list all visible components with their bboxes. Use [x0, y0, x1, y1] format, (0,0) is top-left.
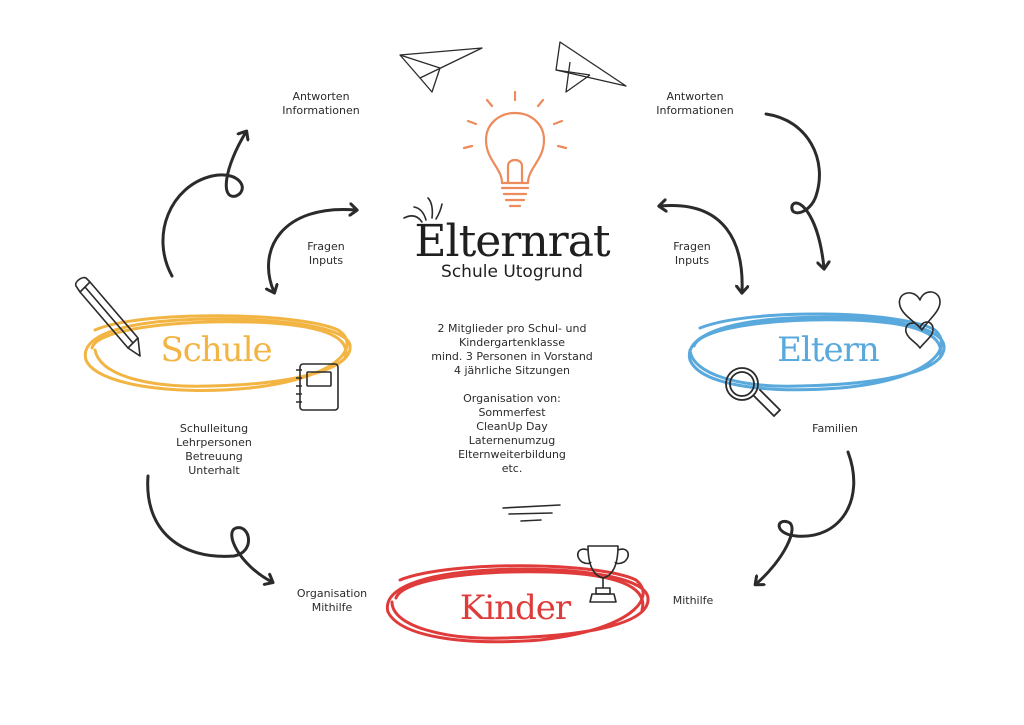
- arrow-schule-to-answers: [161, 132, 246, 278]
- notebook-icon: [296, 363, 339, 411]
- arrow-answers-to-eltern: [764, 112, 824, 268]
- label-line: Mithilfe: [672, 594, 714, 607]
- node-eltern: Eltern: [777, 330, 880, 370]
- center-fact: mind. 3 Personen in Vorstand: [431, 350, 593, 363]
- label-line: Informationen: [282, 104, 360, 117]
- lightbulb-icon: [462, 90, 568, 208]
- label-line: Inputs: [308, 254, 344, 267]
- magnifier-icon: [725, 367, 782, 418]
- label-schule-roles: Schulleitung Lehrpersonen Betreuung Unte…: [160, 422, 268, 478]
- page-title: Elternrat: [414, 216, 610, 267]
- pencil-icon: [74, 276, 141, 357]
- label-line: Mithilfe: [311, 601, 353, 614]
- paper-plane-icon: [555, 41, 627, 93]
- title-flourish: [403, 197, 443, 223]
- label-line: Betreuung: [185, 450, 243, 463]
- label-line: Unterhalt: [188, 464, 240, 477]
- arrow-fragen-left: [269, 209, 356, 292]
- label-familien: Familien: [800, 422, 870, 436]
- label-line: Informationen: [656, 104, 734, 117]
- label-fragen-right: Fragen Inputs: [662, 240, 722, 268]
- center-underline: [502, 504, 561, 522]
- label-line: Fragen: [307, 240, 345, 253]
- label-line: Inputs: [674, 254, 710, 267]
- trophy-icon: [576, 545, 630, 603]
- center-fact: Kindergartenklasse: [458, 336, 565, 349]
- center-org-item: CleanUp Day: [476, 420, 548, 433]
- label-line: Familien: [812, 422, 858, 435]
- arrow-fragen-right: [660, 205, 742, 292]
- paper-plane-icon: [399, 47, 483, 93]
- center-fact: 4 jährliche Sitzungen: [454, 364, 570, 377]
- center-org-item: etc.: [501, 462, 523, 475]
- hearts-icon: [898, 291, 941, 349]
- label-line: Antworten: [292, 90, 350, 103]
- kinder-scribble: [385, 564, 650, 644]
- label-line: Lehrpersonen: [176, 436, 252, 449]
- arrow-eltern-to-kinder: [756, 450, 856, 584]
- center-org-item: Elternweiterbildung: [458, 448, 566, 461]
- center-fact: 2 Mitglieder pro Schul- und: [437, 322, 587, 335]
- label-line: Antworten: [666, 90, 724, 103]
- label-top-left: Antworten Informationen: [262, 90, 380, 118]
- center-info: 2 Mitglieder pro Schul- und Kindergarten…: [392, 322, 632, 476]
- label-line: Organisation: [296, 587, 368, 600]
- center-org-item: Laternenumzug: [468, 434, 556, 447]
- label-organisation: Organisation Mithilfe: [284, 587, 380, 615]
- page-subtitle: Schule Utogrund: [441, 262, 583, 282]
- node-kinder: Kinder: [459, 588, 571, 628]
- center-org-heading: Organisation von:: [463, 392, 561, 405]
- schule-scribble: [83, 314, 352, 392]
- label-fragen-left: Fragen Inputs: [296, 240, 356, 268]
- arrows: [146, 112, 856, 584]
- arrow-schule-to-kinder: [146, 474, 272, 582]
- label-top-right: Antworten Informationen: [636, 90, 754, 118]
- center-org-item: Sommerfest: [478, 406, 546, 419]
- eltern-scribble: [687, 312, 946, 392]
- node-schule: Schule: [160, 330, 272, 370]
- label-mithilfe: Mithilfe: [660, 594, 726, 608]
- label-line: Fragen: [673, 240, 711, 253]
- label-line: Schulleitung: [179, 422, 249, 435]
